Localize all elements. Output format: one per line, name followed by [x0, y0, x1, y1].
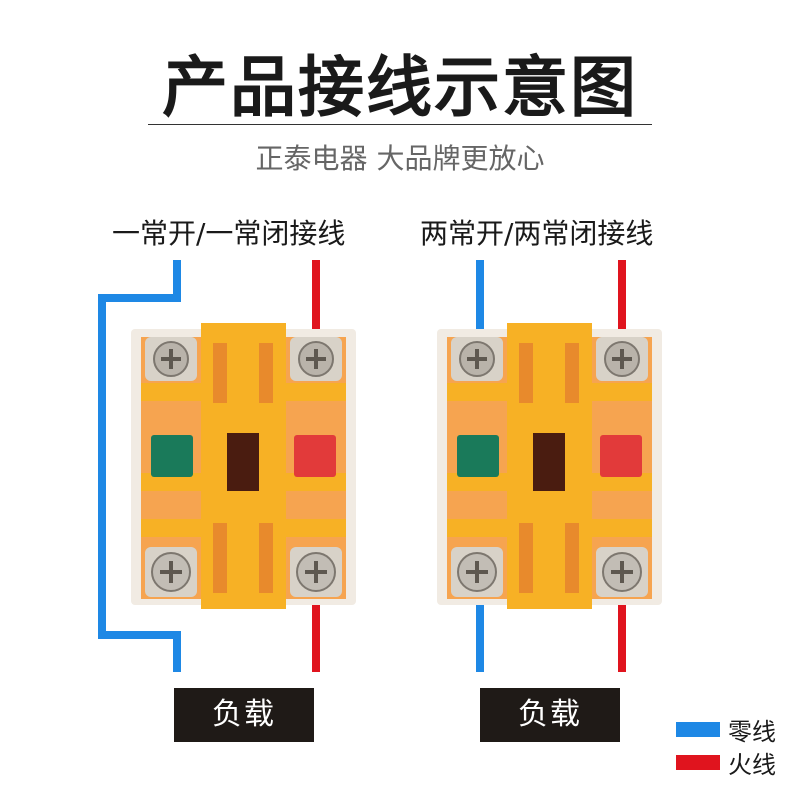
diagram-2-load-box: 负载 [480, 688, 620, 742]
nc-contact-indicator [600, 435, 642, 477]
screw-bottom-left [145, 547, 197, 597]
diagram-1-load-box: 负载 [174, 688, 314, 742]
no-contact-indicator [151, 435, 193, 477]
diagram-2-label: 两常开/两常闭接线 [420, 217, 654, 250]
legend-live-label: 火线 [728, 751, 776, 779]
no-contact-indicator [457, 435, 499, 477]
diagram-1-neutral-wire [98, 260, 181, 672]
screw-bottom-right [290, 547, 342, 597]
contact-block-2 [437, 323, 662, 609]
legend-live-swatch [676, 755, 720, 770]
nc-contact-indicator [294, 435, 336, 477]
legend-neutral-label: 零线 [728, 718, 776, 746]
page-subtitle: 正泰电器 大品牌更放心 [255, 142, 545, 175]
screw-top-right [290, 337, 342, 381]
title-divider [148, 124, 652, 125]
legend-neutral-swatch [676, 722, 720, 737]
screw-top-left [145, 337, 197, 381]
screw-top-left [451, 337, 503, 381]
screw-top-right [596, 337, 648, 381]
screw-bottom-right [596, 547, 648, 597]
screw-bottom-left [451, 547, 503, 597]
page-title: 产品接线示意图 [162, 49, 638, 126]
contact-block-1 [131, 323, 356, 609]
diagram-1-label: 一常开/一常闭接线 [112, 217, 346, 250]
